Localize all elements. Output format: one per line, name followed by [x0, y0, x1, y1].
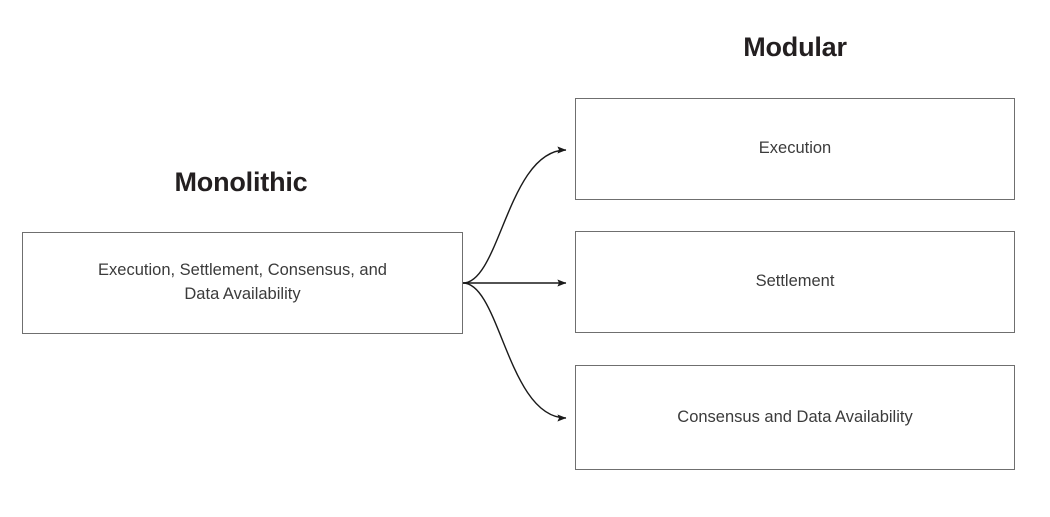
modular-box-consensus-and-data-availability[interactable]: Consensus and Data Availability [575, 365, 1015, 470]
monolithic-box-label-line2: Data Availability [184, 285, 301, 303]
modular-box-settlement-label: Settlement [755, 272, 835, 291]
monolithic-box-label: Execution, Settlement, Consensus, and Da… [98, 259, 387, 307]
modular-title: Modular [743, 32, 847, 62]
monolithic-box[interactable]: Execution, Settlement, Consensus, and Da… [22, 232, 463, 334]
modular-box-execution[interactable]: Execution [575, 98, 1015, 200]
modular-box-consensus-and-data-availability-label: Consensus and Data Availability [677, 407, 913, 426]
arrow-to-execution-path [462, 146, 567, 284]
arrow-to-consensus-da-path [462, 282, 567, 422]
modular-box-settlement[interactable]: Settlement [575, 231, 1015, 333]
monolithic-box-label-line1: Execution, Settlement, Consensus, and [98, 261, 387, 280]
monolithic-title: Monolithic [174, 167, 308, 197]
modular-box-execution-label: Execution [758, 139, 832, 158]
